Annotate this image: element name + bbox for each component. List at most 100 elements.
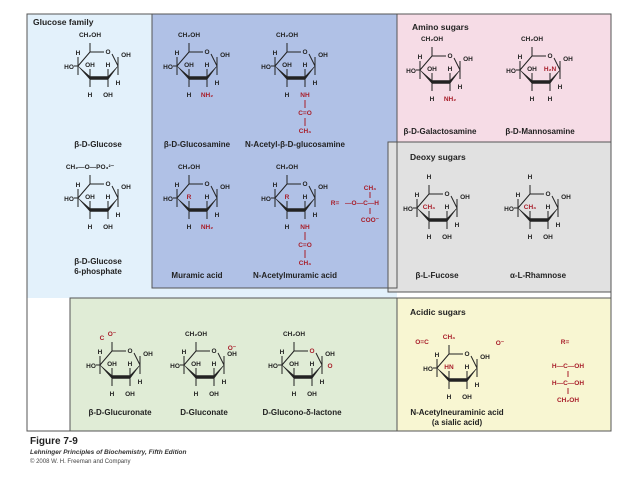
- atom-label: H: [548, 96, 553, 103]
- atom-label: HO: [261, 64, 271, 71]
- atom-label: CH₃: [299, 128, 311, 135]
- bond: [436, 353, 450, 369]
- atom-label: NH₂: [444, 96, 456, 103]
- acidic-sugars-title: Acidic sugars: [410, 307, 466, 317]
- atom-label: CH₂OH: [557, 397, 579, 404]
- caption-glucuronate: β-D-Glucuronate: [88, 408, 152, 417]
- bond: [519, 55, 533, 71]
- deoxy-sugars-title: Deoxy sugars: [410, 152, 466, 162]
- atom-label: O⁻: [228, 345, 237, 352]
- atom-label: H: [458, 84, 463, 91]
- atom-label: H: [516, 192, 521, 199]
- atom-label: O: [327, 363, 332, 370]
- atom-label: OH: [143, 351, 153, 358]
- atom-label: H—C—OH: [552, 380, 584, 387]
- atom-label: OH: [480, 354, 490, 361]
- bond: [77, 51, 91, 67]
- atom-label: H: [447, 394, 452, 401]
- ring-bond-bold: [531, 80, 551, 84]
- atom-label: OH: [460, 194, 470, 201]
- atom-label: H: [222, 379, 227, 386]
- atom-label: O: [545, 191, 550, 198]
- atom-label: H: [106, 194, 111, 201]
- atom-label: H: [76, 182, 81, 189]
- caption-gluconate: D-Gluconate: [180, 408, 228, 417]
- atom-label: HO: [163, 64, 173, 71]
- atom-label: H: [558, 84, 563, 91]
- ring-bond-bold: [448, 378, 468, 382]
- atom-label: H: [313, 212, 318, 219]
- atom-label: CH₃: [364, 185, 376, 192]
- atom-label: OH: [563, 56, 573, 63]
- figure-book: Lehninger Principles of Biochemistry, Fi…: [30, 449, 187, 456]
- atom-label: R: [285, 194, 290, 201]
- atom-label: OH: [103, 224, 113, 231]
- atom-label: OH: [427, 66, 437, 73]
- atom-label: H: [475, 382, 480, 389]
- atom-label: H: [138, 379, 143, 386]
- atom-label: R=: [561, 339, 570, 346]
- atom-label: O: [447, 53, 452, 60]
- bond: [111, 185, 119, 199]
- atom-label: H: [88, 224, 93, 231]
- bond: [217, 352, 225, 366]
- atom-label: OH: [527, 66, 537, 73]
- atom-label: H: [175, 50, 180, 57]
- bond: [274, 183, 288, 199]
- atom-label: O: [547, 53, 552, 60]
- atom-label: H: [110, 391, 115, 398]
- atom-label: OH: [85, 62, 95, 69]
- ring-bond-bold: [89, 76, 109, 80]
- atom-label: OH: [442, 234, 452, 241]
- bond: [453, 57, 461, 71]
- caption-n-acetylneuraminic-1: N-Acetylneuraminic acid: [410, 408, 504, 417]
- atom-label: C=O: [298, 242, 312, 249]
- bond: [210, 53, 218, 67]
- atom-label: CH₂OH: [178, 32, 200, 39]
- caption-mannosamine: β-D-Mannosamine: [505, 127, 575, 136]
- atom-label: HO: [64, 196, 74, 203]
- atom-label: H: [273, 50, 278, 57]
- atom-label: O: [302, 49, 307, 56]
- atom-label: H₂N: [544, 66, 557, 73]
- atom-label: HO: [170, 363, 180, 370]
- atom-label: H: [182, 349, 187, 356]
- atom-label: OH: [125, 391, 135, 398]
- bond: [77, 183, 91, 199]
- atom-label: H: [445, 204, 450, 211]
- atom-label: H: [106, 62, 111, 69]
- atom-label: H: [205, 194, 210, 201]
- atom-label: O: [105, 49, 110, 56]
- atom-label: HO: [86, 363, 96, 370]
- ring-bond-bold: [111, 375, 131, 379]
- atom-label: H: [187, 92, 192, 99]
- atom-label: H: [76, 50, 81, 57]
- ring-bond-bold: [286, 208, 306, 212]
- deoxy-sugars-panel: [388, 142, 611, 292]
- figure-number: Figure 7-9: [30, 436, 78, 447]
- bond: [308, 185, 316, 199]
- atom-label: OH: [121, 52, 131, 59]
- atom-label: HN: [444, 364, 454, 371]
- bond: [183, 350, 197, 366]
- atom-label: O=C: [415, 339, 429, 346]
- atom-label: H: [427, 234, 432, 241]
- atom-label: O⁻: [496, 340, 505, 347]
- atom-label: OH: [209, 391, 219, 398]
- atom-label: O: [302, 181, 307, 188]
- atom-label: OH: [184, 62, 194, 69]
- atom-label: H: [116, 212, 121, 219]
- atom-label: H: [128, 361, 133, 368]
- bond: [281, 350, 295, 366]
- atom-label: H: [212, 361, 217, 368]
- atom-label: O: [127, 348, 132, 355]
- atom-label: CH₂OH: [421, 36, 443, 43]
- atom-label: CH₂OH: [283, 331, 305, 338]
- atom-label: OH: [121, 184, 131, 191]
- atom-label: HO: [423, 366, 433, 373]
- atom-label: H: [448, 66, 453, 73]
- atom-label: OH: [103, 92, 113, 99]
- atom-label: H: [303, 62, 308, 69]
- atom-label: H: [430, 96, 435, 103]
- ring-bond-bold: [529, 218, 549, 222]
